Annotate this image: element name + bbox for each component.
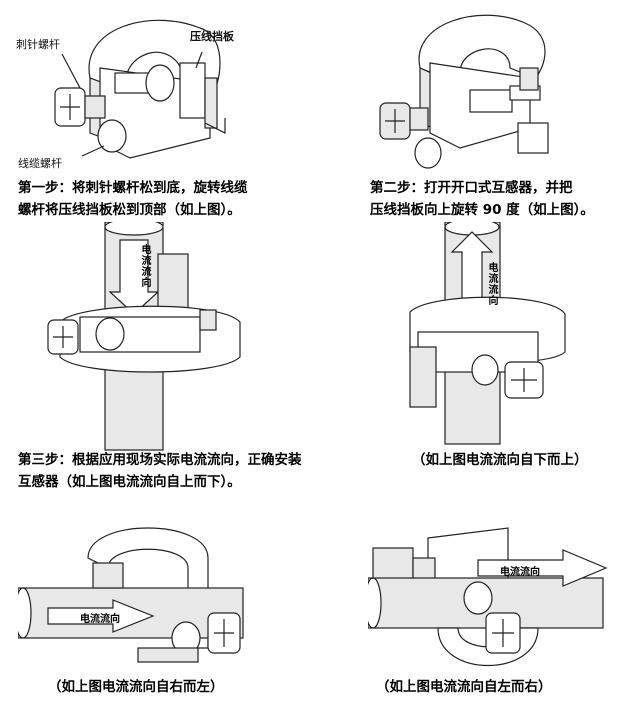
step3-text-line2: 互感器（如上图电流流向自上而下）。: [18, 474, 241, 490]
figure-step2: [360, 8, 610, 178]
step2-text-line1: 第二步：打开开口式互感器，并把: [370, 180, 573, 196]
figure-left-to-right: [368, 518, 613, 678]
label-current-direction-left-right: 电流流向: [500, 567, 540, 578]
label-crimp-plate: 压线挡板: [190, 30, 234, 43]
figure-step3: [40, 222, 270, 452]
label-current-direction-bottom-up: 电流流向: [486, 262, 497, 306]
caption-bottom-up: （如上图电流流向自下而上）: [412, 452, 588, 468]
figure-step1: [20, 8, 290, 183]
label-cable-screw: 线缆螺杆: [18, 157, 62, 170]
step2-text-line2: 压线挡板向上旋转 90 度（如上图）。: [370, 202, 594, 218]
label-current-direction-right-left: 电流流向: [80, 614, 120, 625]
caption-right-to-left: （如上图电流流向自右而左）: [48, 679, 224, 695]
step1-text-line1: 第一步：将刺针螺杆松到底，旋转线缆: [18, 180, 248, 196]
caption-left-to-right: （如上图电流流向自左而右）: [376, 679, 552, 695]
label-spike-screw: 刺针螺杆: [16, 38, 60, 51]
label-current-direction-step3: 电流流向: [139, 244, 150, 288]
step1-text-line2: 螺杆将压线挡板松到顶部（如上图）。: [18, 202, 241, 218]
figure-right-to-left: [18, 518, 258, 678]
step3-text-line1: 第三步：根据应用现场实际电流流向，正确安装: [18, 452, 302, 468]
figure-bottom-up: [400, 222, 610, 447]
